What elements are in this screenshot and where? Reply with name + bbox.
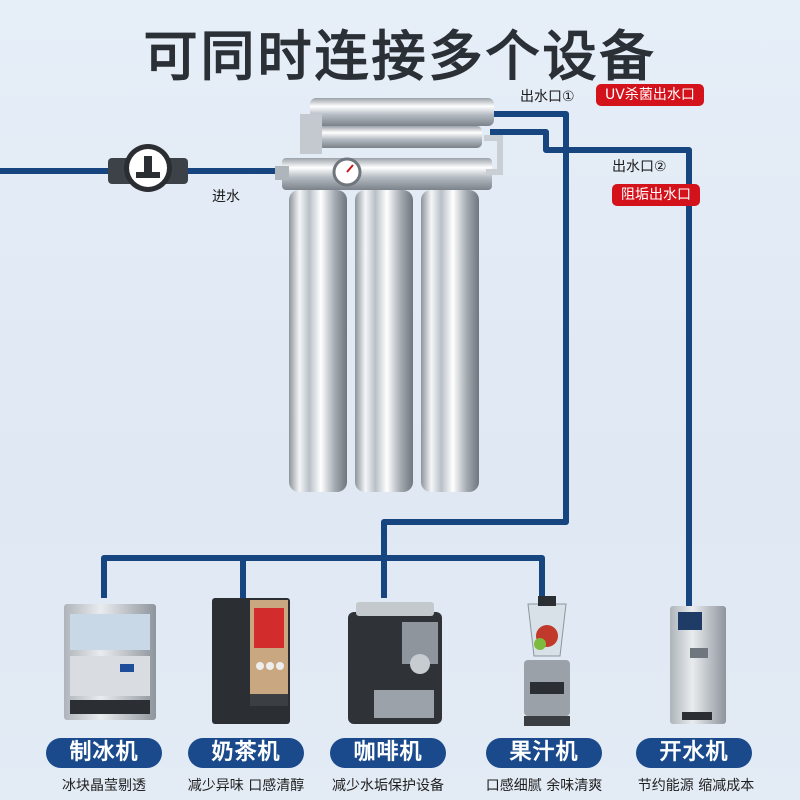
outlet1-badge: UV杀菌出水口 xyxy=(596,84,704,106)
device-name-coffee-machine: 咖啡机 xyxy=(330,738,446,768)
device-desc-coffee-machine: 减少水垢保护设备 xyxy=(332,778,444,794)
outlet2-pipe xyxy=(490,129,692,606)
coffee-machine-icon xyxy=(348,602,442,724)
inlet-label: 进水 xyxy=(212,189,240,205)
outlet1-label: 出水口① xyxy=(520,89,575,105)
device-desc-juicer: 口感细腻 余味清爽 xyxy=(485,778,603,794)
device-name-water-boiler: 开水机 xyxy=(636,738,752,768)
milk-tea-machine-icon xyxy=(212,598,290,724)
ice-machine-icon xyxy=(64,604,156,720)
device-desc-ice-machine: 冰块晶莹剔透 xyxy=(62,778,146,794)
pipe-network xyxy=(0,111,692,606)
device-name-juicer: 果汁机 xyxy=(486,738,602,768)
device-desc-milk-tea-machine: 减少异味 口感清醇 xyxy=(187,778,305,794)
outlet1-pipe xyxy=(381,111,569,558)
page-title: 可同时连接多个设备 xyxy=(143,25,657,88)
inlet-valve-icon xyxy=(108,144,188,192)
device-name-ice-machine: 制冰机 xyxy=(46,738,162,768)
water-boiler-icon xyxy=(670,606,726,724)
outlet2-badge: 阻垢出水口 xyxy=(612,184,700,206)
water-filter-unit xyxy=(275,98,503,492)
device-name-milk-tea-machine: 奶茶机 xyxy=(188,738,304,768)
outlet2-label: 出水口② xyxy=(612,159,667,175)
device-desc-water-boiler: 节约能源 缩减成本 xyxy=(637,778,755,794)
distribution-pipe xyxy=(101,555,545,598)
juicer-icon xyxy=(524,596,570,726)
